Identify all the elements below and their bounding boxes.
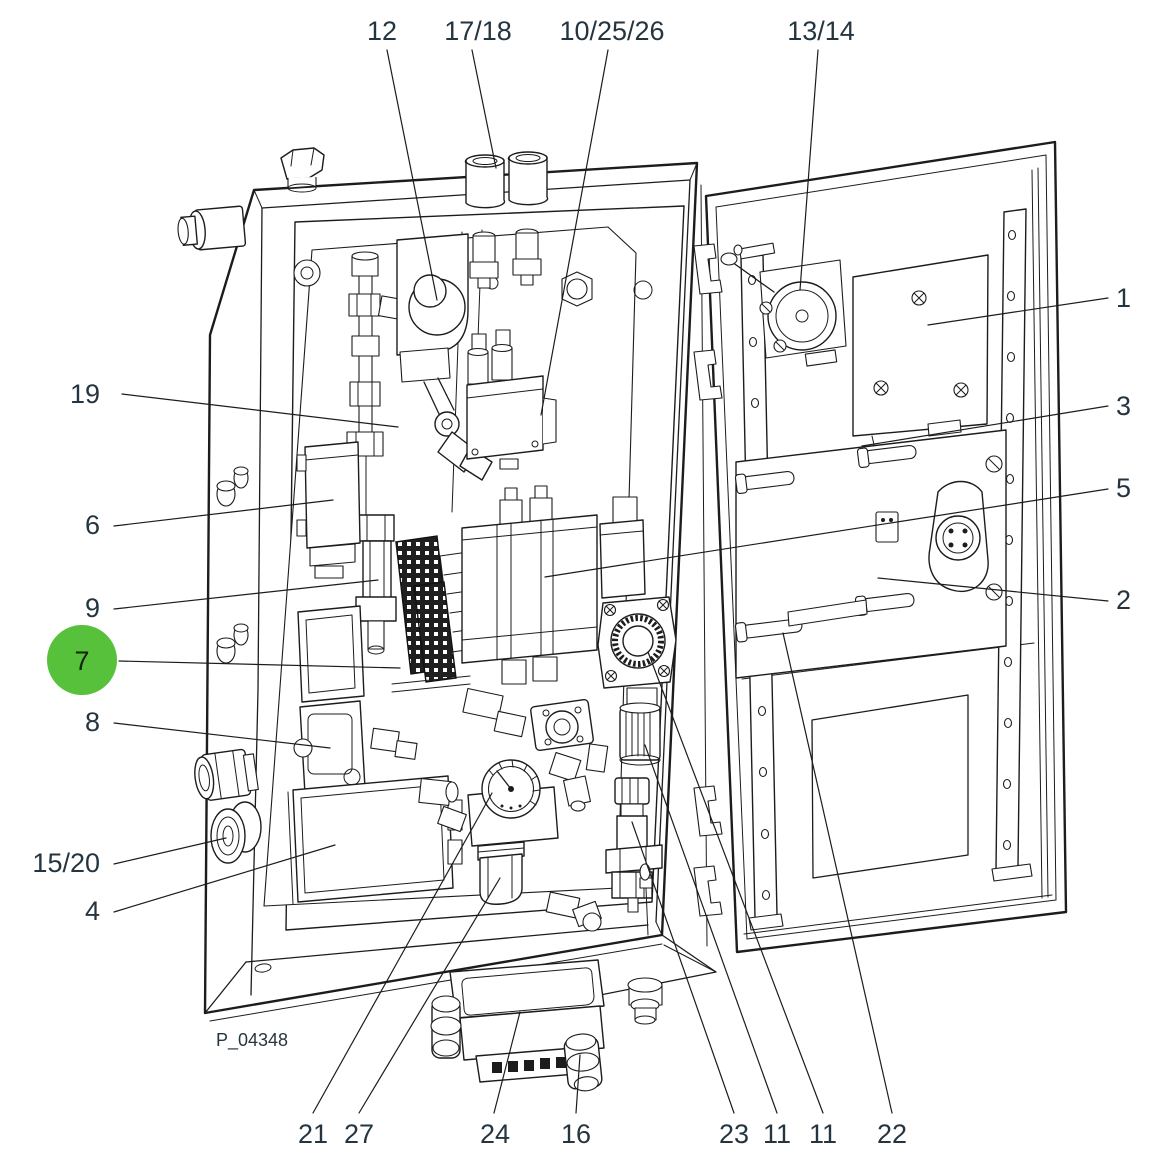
valve-manifold-5 <box>461 485 598 738</box>
callout-3: 3 <box>1116 391 1131 421</box>
callout-2: 2 <box>1116 585 1131 615</box>
wing-screws <box>216 466 249 664</box>
callout-15-20: 15/20 <box>32 848 100 878</box>
callout-16: 16 <box>561 1119 591 1149</box>
callout-labels: 12 17/18 10/25/26 13/14 1 3 5 2 19 6 9 7… <box>32 16 1131 1149</box>
door-rail-right <box>991 208 1033 882</box>
callout-19: 19 <box>70 379 100 409</box>
blind-plug <box>627 977 663 1025</box>
valve-fitting-cluster <box>530 698 609 812</box>
callout-4: 4 <box>85 896 100 926</box>
hex-bolt <box>280 147 325 193</box>
callout-11a: 11 <box>763 1119 791 1149</box>
terminal-box <box>297 605 365 703</box>
callout-5: 5 <box>1116 473 1131 503</box>
elbow-fittings <box>370 727 653 936</box>
valve-block-10-25-26 <box>466 228 557 470</box>
callout-10-25-26: 10/25/26 <box>559 16 664 46</box>
filter-bowl-27 <box>477 841 525 905</box>
relay-terminal-blocks <box>391 535 482 693</box>
callout-13-14: 13/14 <box>787 16 855 46</box>
knurled-knob-11 <box>619 702 661 766</box>
highlight-marker-callout-7[interactable] <box>47 625 117 695</box>
callout-21: 21 <box>298 1119 328 1149</box>
fitting-9 <box>355 514 397 655</box>
drawing-code: P_04348 <box>216 1030 288 1051</box>
callout-1: 1 <box>1116 283 1131 313</box>
cable-gland-left <box>430 995 462 1059</box>
solenoid-block-6 <box>296 441 361 579</box>
callout-11b: 11 <box>809 1119 837 1149</box>
callout-6: 6 <box>85 510 100 540</box>
door-window <box>811 694 969 879</box>
top-fittings-17-18 <box>464 151 549 209</box>
mounting-plate-1 <box>852 254 989 463</box>
callout-24: 24 <box>480 1119 510 1149</box>
cabinet-door <box>693 140 1068 954</box>
leader-lines <box>113 49 1109 1114</box>
cable-glands-side <box>194 748 262 864</box>
callout-12: 12 <box>367 16 397 46</box>
side-wall-hardware <box>194 466 262 864</box>
pressure-regulator-11 <box>597 496 677 766</box>
callout-7[interactable]: 7 <box>74 646 89 676</box>
callout-23: 23 <box>719 1119 749 1149</box>
cam-lock-5 <box>928 480 989 592</box>
callout-17-18: 17/18 <box>444 16 512 46</box>
callout-8: 8 <box>85 707 100 737</box>
lower-door-panel-2 <box>734 429 1007 679</box>
cable-gland-16 <box>563 1033 603 1092</box>
push-in-fittings-upper <box>469 228 542 289</box>
side-cylinder <box>177 205 247 251</box>
callout-27: 27 <box>344 1119 374 1149</box>
door-latch-13-14 <box>720 242 847 367</box>
bottom-connector-24 <box>430 959 663 1092</box>
pressure-gauge-21 <box>467 759 559 847</box>
callout-22: 22 <box>877 1119 907 1149</box>
callout-9: 9 <box>85 593 100 623</box>
door-hinges <box>693 243 723 917</box>
top-hardware <box>177 147 549 251</box>
